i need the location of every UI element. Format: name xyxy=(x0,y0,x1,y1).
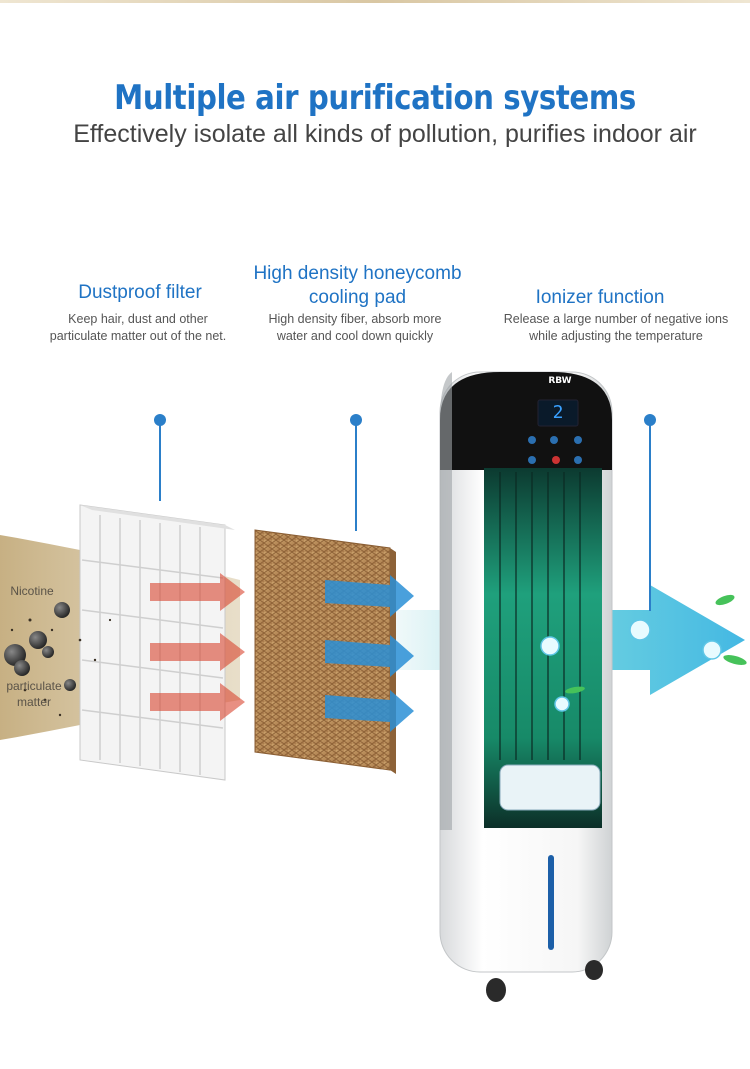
label-nicotine: Nicotine xyxy=(10,584,54,598)
air-cooler-graphic xyxy=(439,371,747,1002)
pin-dot-ionizer xyxy=(644,414,656,426)
polluted-air-arrows xyxy=(150,573,245,721)
label-particulate-matter: particulate matter xyxy=(6,679,62,709)
device-brand-logo: RBW xyxy=(548,376,572,386)
pin-dot-filter xyxy=(154,414,166,426)
page-title: Multiple air purification systems xyxy=(114,78,636,118)
cooled-air-arrows xyxy=(325,575,414,732)
pin-dot-pad xyxy=(350,414,362,426)
pollutant-particles xyxy=(4,602,112,717)
feature-dustproof-title: Dustproof filter xyxy=(78,282,202,303)
top-decor-line xyxy=(0,0,750,3)
device-display: 2 xyxy=(552,402,564,423)
feature-ionizer-desc: Release a large number of negative ions … xyxy=(503,312,729,343)
pin-line-pad xyxy=(355,421,357,531)
pin-line-filter xyxy=(159,421,161,501)
pin-line-ionizer xyxy=(649,421,651,611)
feature-honeycomb-title: High density honeycomb cooling pad xyxy=(253,263,462,308)
feature-honeycomb-desc: High density fiber, absorb more water an… xyxy=(268,312,442,343)
page-subtitle: Effectively isolate all kinds of polluti… xyxy=(73,120,697,148)
feature-dustproof-desc: Keep hair, dust and other particulate ma… xyxy=(49,312,227,343)
dustproof-filter-graphic xyxy=(79,504,235,781)
feature-ionizer-title: Ionizer function xyxy=(535,287,665,308)
